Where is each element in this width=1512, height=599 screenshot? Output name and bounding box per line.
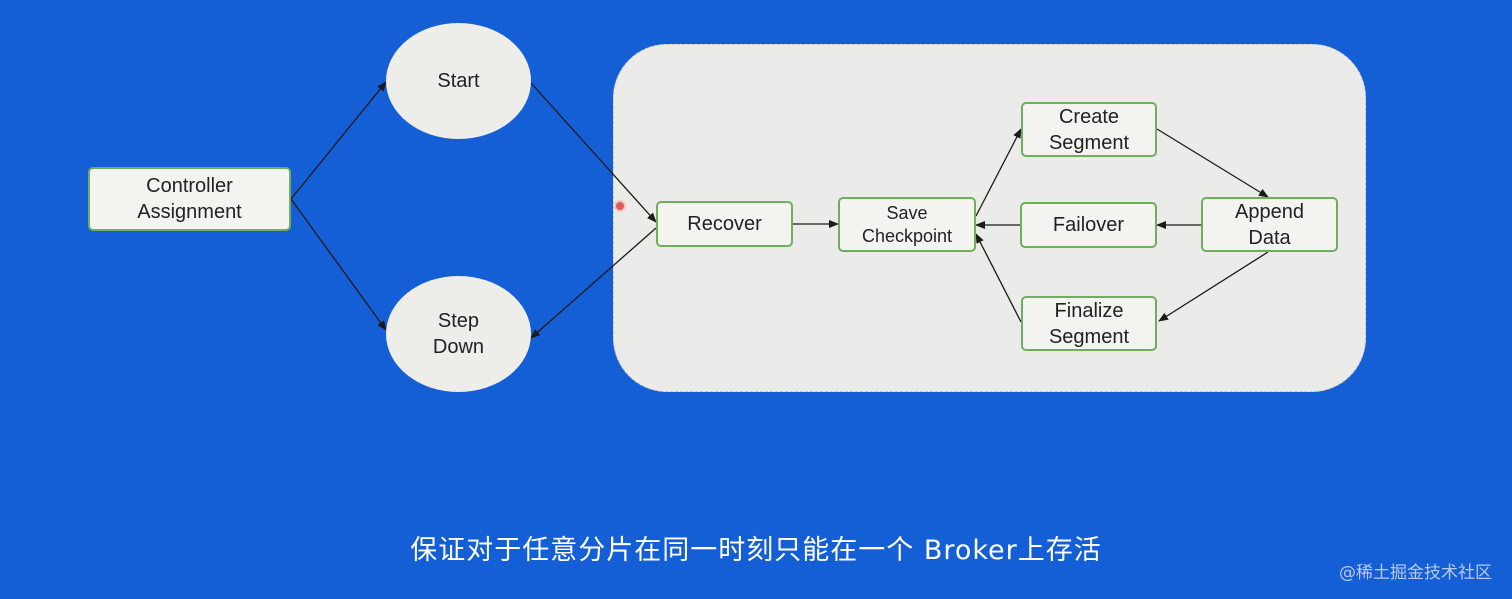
node-save-checkpoint: Save Checkpoint <box>838 197 976 252</box>
edge-controller-to-start <box>290 81 387 200</box>
subtitle-caption: 保证对于任意分片在同一时刻只能在一个 Broker上存活 <box>410 535 1102 566</box>
watermark: @稀土掘金技术社区 <box>1339 563 1492 583</box>
node-start: Start <box>386 23 531 139</box>
edge-savecheckpoint-to-createsegment <box>975 128 1022 217</box>
edge-finalizesegment-to-savecheckpoint <box>975 233 1022 323</box>
edge-createsegment-to-appenddata <box>1156 128 1269 198</box>
edge-appenddata-to-finalizesegment <box>1158 251 1269 322</box>
node-finalize-segment: Finalize Segment <box>1021 296 1157 351</box>
node-recover: Recover <box>656 201 793 247</box>
node-append-data: Append Data <box>1201 197 1338 252</box>
node-create-segment: Create Segment <box>1021 102 1157 157</box>
edge-recover-to-stepdown <box>530 227 657 339</box>
node-failover: Failover <box>1020 202 1157 248</box>
edge-controller-to-stepdown <box>290 198 387 331</box>
cursor-pointer-dot <box>614 200 626 212</box>
edge-start-to-recover <box>530 82 657 223</box>
node-controller-assignment: Controller Assignment <box>88 167 291 231</box>
node-step-down: Step Down <box>386 276 531 392</box>
